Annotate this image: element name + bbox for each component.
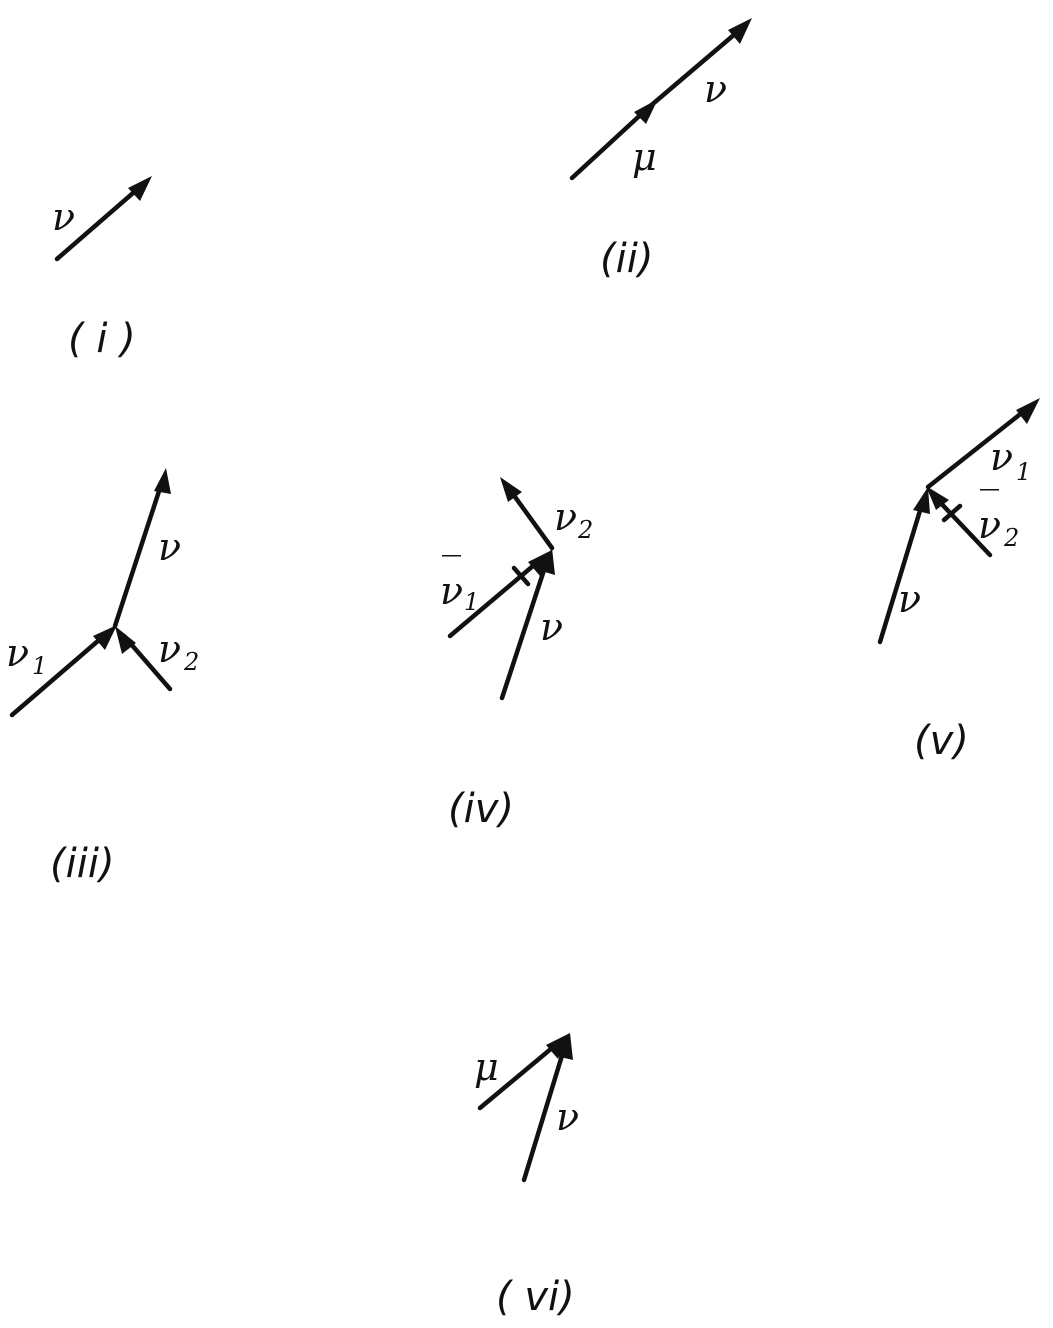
arrowhead-icon	[128, 176, 152, 201]
label-nu2: ν	[158, 627, 181, 671]
caption-iv: (iv)	[448, 786, 514, 832]
nubar1-line	[447, 557, 543, 639]
label-nu2: ν	[554, 495, 577, 539]
caption-v: (v)	[914, 718, 969, 764]
nu-line	[112, 479, 165, 629]
label-nubar2-subscript: 2	[1003, 524, 1019, 552]
arrowhead-icon	[538, 548, 555, 575]
arrowhead-icon	[728, 18, 752, 44]
label-nubar2-bar: ‾	[980, 483, 999, 527]
label-nu2-subscript: 2	[183, 648, 199, 676]
label-nubar1-bar: ‾	[442, 549, 461, 593]
diagram-iv: ν 2 ν ‾ 1 ν (iv)	[440, 477, 593, 832]
caption-i: ( i )	[68, 316, 136, 362]
arrowhead-icon	[500, 477, 522, 502]
label-nu: ν	[52, 195, 75, 239]
label-nu1: ν	[990, 435, 1013, 479]
label-nu: ν	[158, 525, 181, 569]
diagram-vi: μ ν ( vi)	[474, 1033, 579, 1320]
mu-line	[477, 1040, 561, 1111]
diagram-ii: μ ν (ii)	[569, 18, 752, 282]
label-nubar2: ν	[978, 503, 1001, 547]
arrowhead-icon	[556, 1033, 573, 1060]
label-nubar1-subscript: 1	[464, 588, 479, 616]
nubar2-line	[933, 495, 993, 558]
nu1-line	[9, 631, 109, 718]
label-nu2-subscript: 2	[577, 516, 593, 544]
caption-iii: (iii)	[50, 841, 115, 887]
nu2-line	[507, 487, 555, 551]
nu1-line	[925, 405, 1031, 490]
nu-line	[521, 1046, 567, 1183]
label-mu: μ	[632, 135, 657, 179]
nu-line	[499, 561, 549, 701]
cross-mark	[511, 565, 531, 587]
cross-mark	[941, 503, 963, 523]
label-nu: ν	[540, 605, 563, 649]
label-nu1: ν	[6, 631, 29, 675]
diagram-v: ν 1 ν ‾ 2 ν (v)	[877, 398, 1040, 764]
arrowhead-icon	[926, 486, 949, 510]
arrowhead-icon	[546, 1033, 570, 1059]
diagram-iii: ν ν 1 ν 2 (iii)	[6, 468, 199, 887]
arrowhead-icon	[115, 626, 136, 654]
diagram-i: ν ( i )	[52, 176, 152, 362]
arrowhead-icon	[1016, 398, 1040, 424]
arrowhead-icon	[913, 487, 930, 514]
label-nu: ν	[556, 1095, 579, 1139]
arrowhead-icon	[154, 468, 171, 494]
nu-line	[645, 25, 745, 111]
label-nu: ν	[704, 67, 727, 111]
label-nubar1: ν	[440, 569, 463, 613]
label-nu1-subscript: 1	[1016, 458, 1031, 486]
caption-vi: ( vi)	[496, 1274, 575, 1320]
mu-line	[569, 105, 651, 181]
label-mu: μ	[474, 1045, 499, 1089]
label-nu: ν	[898, 577, 921, 621]
arrowhead-icon	[528, 550, 552, 576]
nu-line	[54, 184, 143, 262]
nu-line	[877, 501, 925, 645]
caption-ii: (ii)	[600, 236, 653, 282]
label-nu1-subscript: 1	[32, 652, 47, 680]
arrowhead-icon	[93, 625, 117, 650]
